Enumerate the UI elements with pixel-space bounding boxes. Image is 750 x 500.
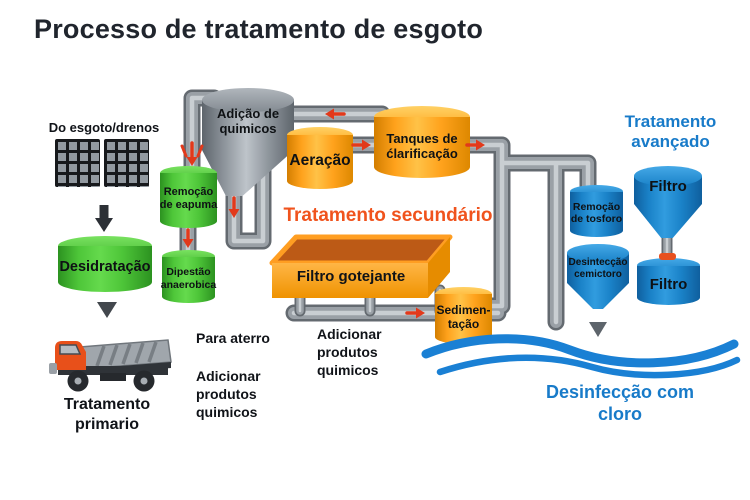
cylinder-body bbox=[58, 246, 152, 292]
funnel-top bbox=[567, 244, 629, 262]
cylinder-body bbox=[287, 135, 353, 189]
skimming-tank: Remoção de eapuma bbox=[160, 166, 217, 228]
cylinder-body bbox=[570, 191, 623, 237]
bar-screen-icon bbox=[104, 139, 149, 187]
clarification-tank: Tanques de ćlarificação bbox=[374, 106, 470, 178]
disinfection-arrow-down-icon bbox=[589, 309, 607, 337]
landfill-label: Para aterro bbox=[196, 330, 270, 346]
dewatering-arrow-down-icon bbox=[97, 289, 117, 318]
disinfection-funnel: Desintecção cemictoro bbox=[567, 244, 629, 309]
flow-arrow-right-icon bbox=[351, 139, 371, 151]
filter-bottom-label: Filtro bbox=[649, 275, 688, 293]
flow-arrow-down-icon bbox=[228, 196, 240, 218]
flow-arrow-right-icon bbox=[465, 139, 485, 151]
bar-screen-icon bbox=[55, 139, 100, 187]
intake-arrow-down-icon bbox=[95, 205, 113, 232]
cylinder-body bbox=[374, 117, 470, 178]
dewatering-tank: Desidratação bbox=[58, 236, 152, 292]
cylinder-body bbox=[160, 173, 217, 228]
skimming-label: Remoção de eapuma bbox=[159, 186, 218, 212]
flow-arrow-left-icon bbox=[325, 108, 346, 120]
phosphorus-removal-label: Remoção de tosforo bbox=[570, 200, 623, 226]
flow-arrows bbox=[180, 108, 485, 319]
basin-front bbox=[272, 263, 428, 298]
water-waves-icon bbox=[421, 334, 741, 379]
flow-arrow-down-icon bbox=[180, 141, 204, 166]
funnel-top bbox=[634, 166, 702, 186]
add-chemicals-center-label: Adicionar produtos quimicos bbox=[317, 326, 382, 378]
basin-side bbox=[428, 237, 450, 298]
filter-funnel: Filtro bbox=[634, 166, 702, 238]
dump-truck-icon bbox=[49, 339, 172, 392]
cylinder-body bbox=[162, 256, 215, 303]
dewatering-label: Desidratação bbox=[59, 259, 151, 276]
filter-top-label: Filtro bbox=[649, 178, 687, 195]
aeration-tank: Aeração bbox=[287, 127, 353, 189]
sedimentation-tank: Sedimen- tação bbox=[435, 287, 492, 344]
secondary-treatment-header: Tratamento secundário bbox=[283, 205, 493, 226]
flow-arrow-right-icon bbox=[405, 307, 425, 319]
page-title: Processo de tratamento de esgoto bbox=[34, 14, 484, 44]
filter-connector-ring bbox=[659, 253, 676, 260]
sedimentation-label: Sedimen- tação bbox=[436, 303, 491, 331]
add-chemicals-left-label: Adicionar produtos quimicos bbox=[196, 368, 261, 420]
clarification-label: Tanques de ćlarificação bbox=[386, 130, 458, 161]
funnel-top bbox=[202, 88, 294, 112]
primary-treatment-label: Tratamento primario bbox=[63, 396, 151, 433]
phosphorus-removal-tank: Remoção de tosforo bbox=[570, 185, 623, 237]
flow-arrow-down-icon bbox=[182, 228, 194, 248]
disinfection-unit-label: Desintecção cemictoro bbox=[568, 257, 628, 280]
cylinder-body bbox=[637, 265, 700, 305]
aeration-label: Aeração bbox=[289, 151, 351, 169]
digestion-label: Dipestão anaerobica bbox=[160, 266, 217, 291]
filter-tank: Filtro bbox=[637, 258, 700, 305]
pipe-legs-highlight bbox=[298, 230, 669, 313]
trickling-filter-basin bbox=[269, 234, 453, 298]
chemical-addition-funnel: Adição de quimicos bbox=[202, 88, 294, 196]
chlorine-disinfection-label: Desinfecção com cloro bbox=[545, 382, 695, 424]
intake-label: Do esgoto/drenos bbox=[48, 120, 160, 135]
trickling-filter-label: Filtro gotejante bbox=[296, 268, 406, 285]
chemical-addition-label: Adição de quimicos bbox=[216, 106, 280, 136]
advanced-treatment-header: Tratamento avançado bbox=[624, 112, 717, 151]
digestion-tank: Dipestão anaerobica bbox=[161, 250, 216, 303]
